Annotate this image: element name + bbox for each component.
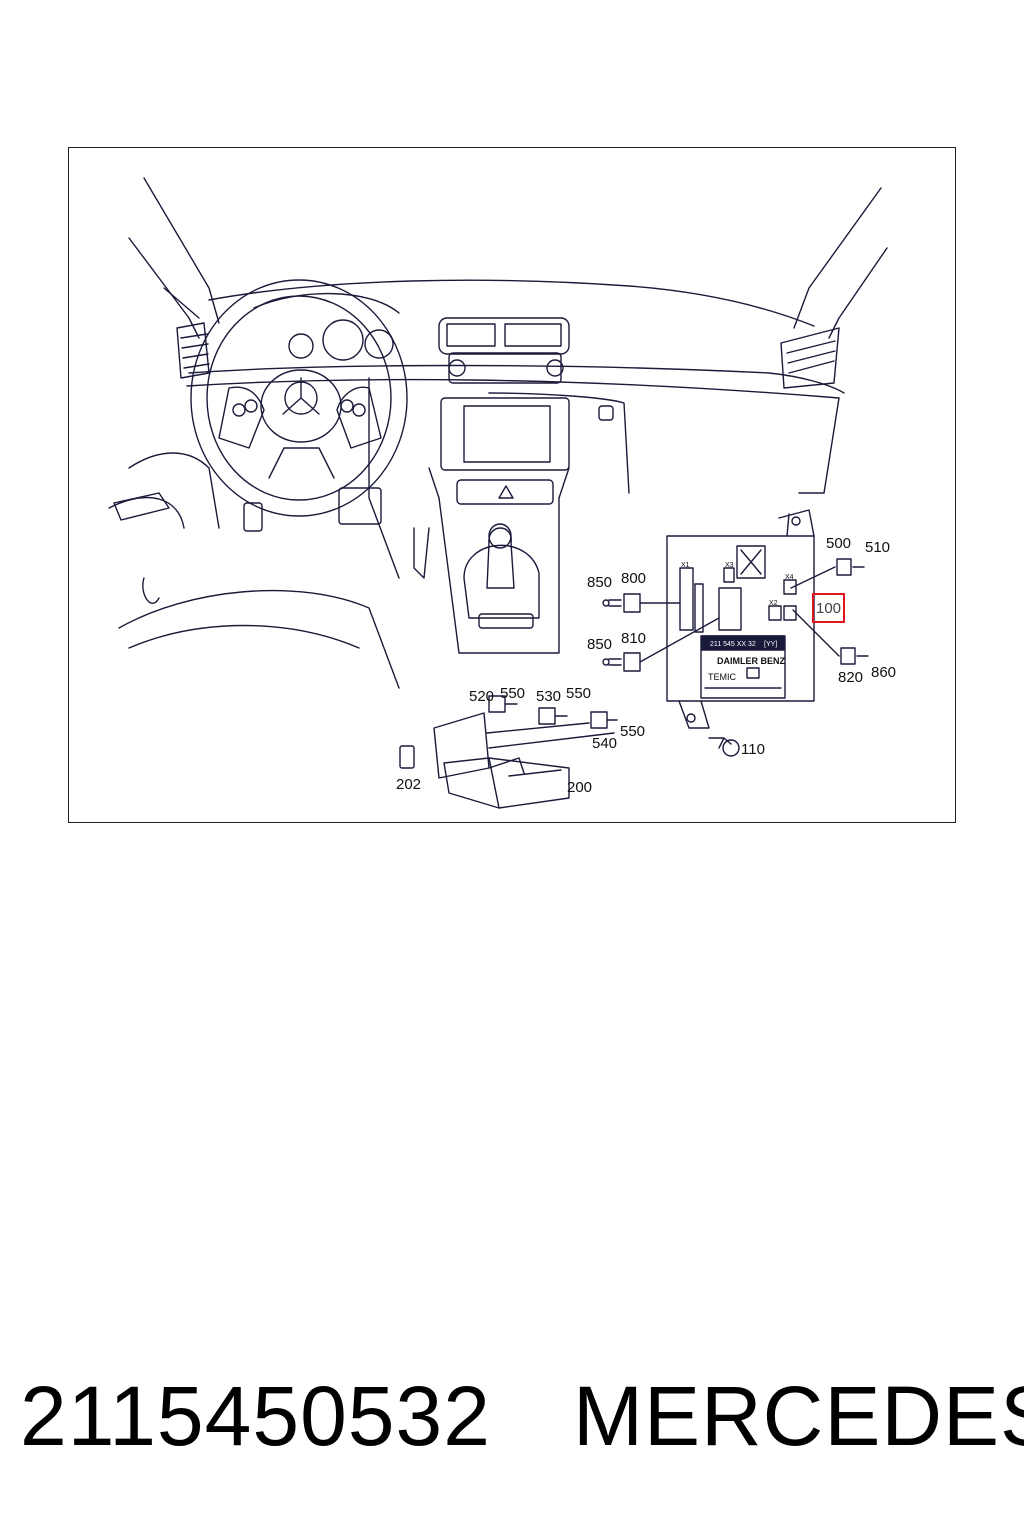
dashboard-outline xyxy=(108,279,845,689)
callout-850-upper: 850 xyxy=(587,574,613,591)
callout-500: 500 xyxy=(826,535,852,552)
callout-202: 202 xyxy=(396,776,422,793)
screw xyxy=(708,737,740,757)
air-vents xyxy=(176,322,840,389)
callout-550-a: 550 xyxy=(500,685,526,702)
callout-200: 200 xyxy=(567,779,593,796)
fuse-box xyxy=(399,695,618,809)
callout-860: 860 xyxy=(871,664,897,681)
parts-diagram xyxy=(108,177,888,809)
callout-100[interactable]: 100 xyxy=(812,593,846,623)
callout-810: 810 xyxy=(621,630,647,647)
module-slot-x4: X4 xyxy=(785,574,794,581)
module-slot-x2: X2 xyxy=(769,600,778,607)
callout-550-b: 550 xyxy=(566,685,592,702)
callout-520: 520 xyxy=(469,688,495,705)
instrument-cluster xyxy=(253,292,400,361)
gear-console xyxy=(463,523,540,629)
windshield-pillars xyxy=(128,177,888,339)
footer: 2115450532 MERCEDES xyxy=(0,1368,1024,1478)
part-number: 2115450532 xyxy=(20,1369,491,1463)
module-slot-x3: X3 xyxy=(725,562,734,569)
callout-540: 540 xyxy=(592,735,618,752)
module-version-label: [YY] xyxy=(764,641,778,648)
center-stack xyxy=(438,317,614,505)
brand-name: MERCEDES xyxy=(573,1369,1024,1463)
control-module xyxy=(666,509,815,729)
door-panel xyxy=(113,492,170,605)
callout-550-c: 550 xyxy=(620,723,646,740)
callout-850-lower: 850 xyxy=(587,636,613,653)
diagram-frame: 500 510 100 820 860 850 800 850 810 520 … xyxy=(68,147,956,823)
module-part-label: 211 545 XX 32 xyxy=(710,641,756,648)
module-maker-label: DAIMLER BENZ xyxy=(717,656,785,666)
callout-800: 800 xyxy=(621,570,647,587)
callout-510: 510 xyxy=(865,539,891,556)
steering-wheel xyxy=(190,279,408,517)
pedals xyxy=(243,487,430,579)
module-slot-x1: X1 xyxy=(681,562,690,569)
callout-110: 110 xyxy=(741,741,765,758)
callout-530: 530 xyxy=(536,688,562,705)
connector-plugs xyxy=(602,558,869,672)
callout-820: 820 xyxy=(838,669,864,686)
module-supplier-label: TEMIC xyxy=(708,672,736,682)
